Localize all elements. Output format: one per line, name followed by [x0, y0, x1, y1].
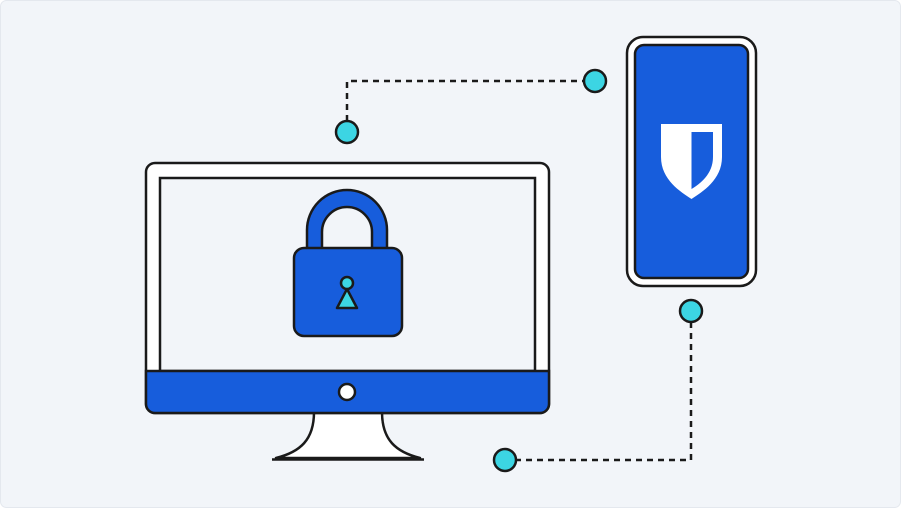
- connector-node-desktop-top: [334, 119, 360, 145]
- desktop-monitor-icon: [144, 161, 551, 461]
- connector-node-desktop-bottom: [492, 447, 518, 473]
- smartphone-icon: [625, 35, 758, 288]
- connector-node-phone-top: [582, 68, 608, 94]
- padlock-icon: [292, 188, 404, 338]
- padlock-shackle: [305, 188, 389, 254]
- bitwarden-shield-icon: [661, 124, 722, 199]
- monitor-stand: [274, 410, 422, 460]
- keyhole-icon: [335, 275, 359, 310]
- connector-bottom: [517, 322, 693, 462]
- connector-top: [345, 79, 583, 121]
- connector-node-phone-bottom: [678, 298, 704, 324]
- power-button: [337, 382, 357, 402]
